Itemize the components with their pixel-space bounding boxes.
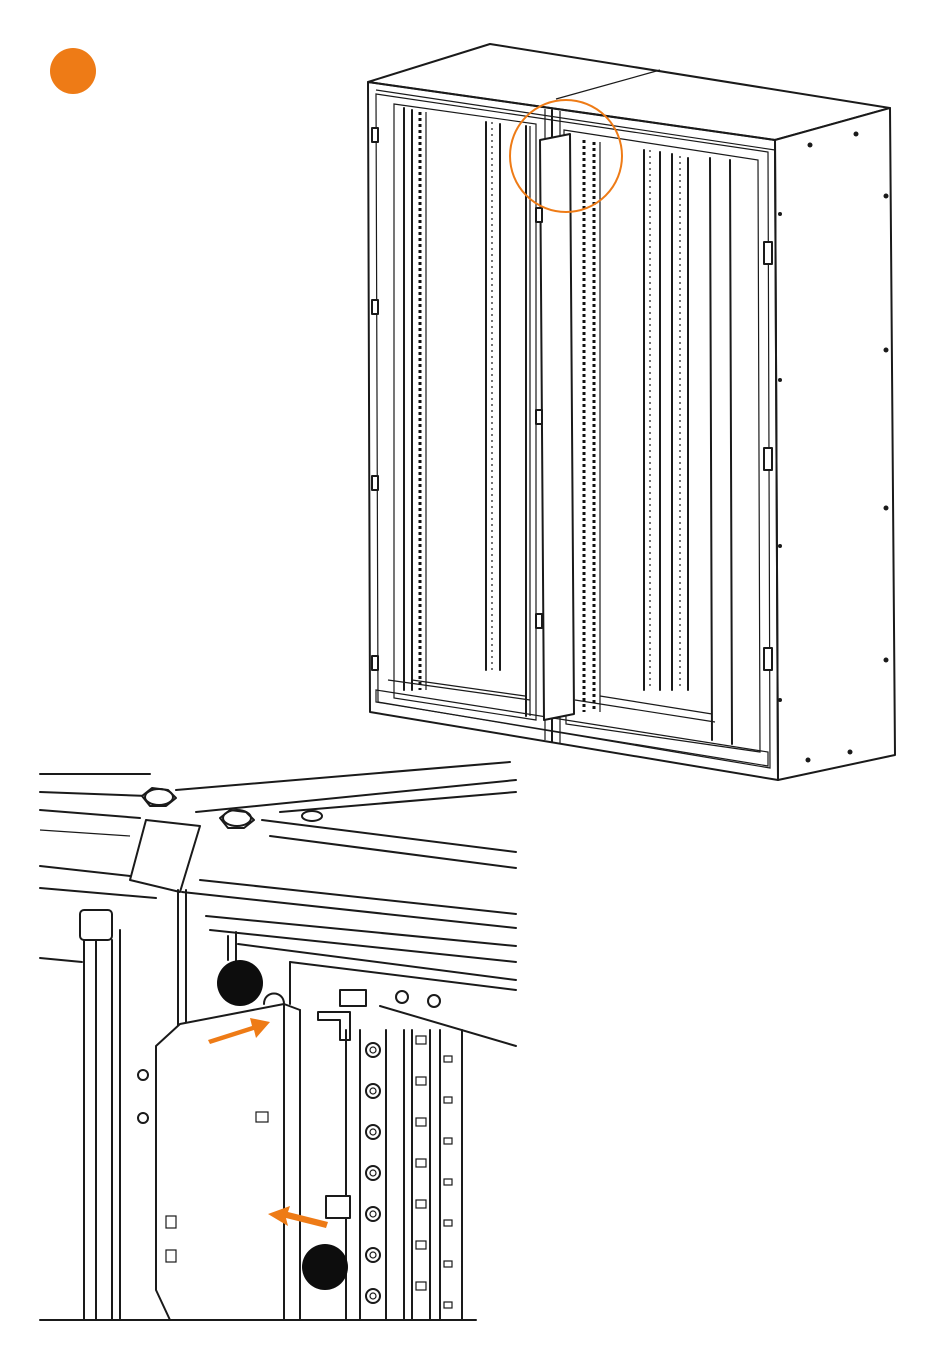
rail-slot — [444, 1220, 452, 1226]
rail-slot — [444, 1056, 452, 1062]
rail-hole-inner — [370, 1170, 376, 1176]
rail-slot — [416, 1159, 426, 1167]
rail-hole — [366, 1043, 380, 1057]
rail-hole-inner — [370, 1129, 376, 1135]
step-badge-icon — [50, 48, 96, 94]
detail-rack-rails — [326, 1030, 462, 1320]
rail-slot — [416, 1200, 426, 1208]
rail-hole-inner — [370, 1293, 376, 1299]
callout-marker-1 — [217, 960, 263, 1006]
rail-hole-inner — [370, 1088, 376, 1094]
rail-slot — [416, 1241, 426, 1249]
rail-slot — [444, 1261, 452, 1267]
rail-slot — [416, 1036, 426, 1044]
rail-slot — [416, 1282, 426, 1290]
rail-hole — [366, 1166, 380, 1180]
rail-hole-inner — [370, 1252, 376, 1258]
rail-slot — [444, 1302, 452, 1308]
callout-marker-2 — [302, 1244, 348, 1290]
rail-hole — [366, 1248, 380, 1262]
rail-slot — [444, 1138, 452, 1144]
rail-slot — [444, 1097, 452, 1103]
rail-slot — [416, 1077, 426, 1085]
rail-hole — [366, 1084, 380, 1098]
rail-hole-inner — [370, 1211, 376, 1217]
rail-slot — [444, 1179, 452, 1185]
rail-hole — [366, 1125, 380, 1139]
rail-hole-inner — [370, 1047, 376, 1053]
rail-slot — [416, 1118, 426, 1126]
rail-hole — [366, 1289, 380, 1303]
rail-hole — [366, 1207, 380, 1221]
